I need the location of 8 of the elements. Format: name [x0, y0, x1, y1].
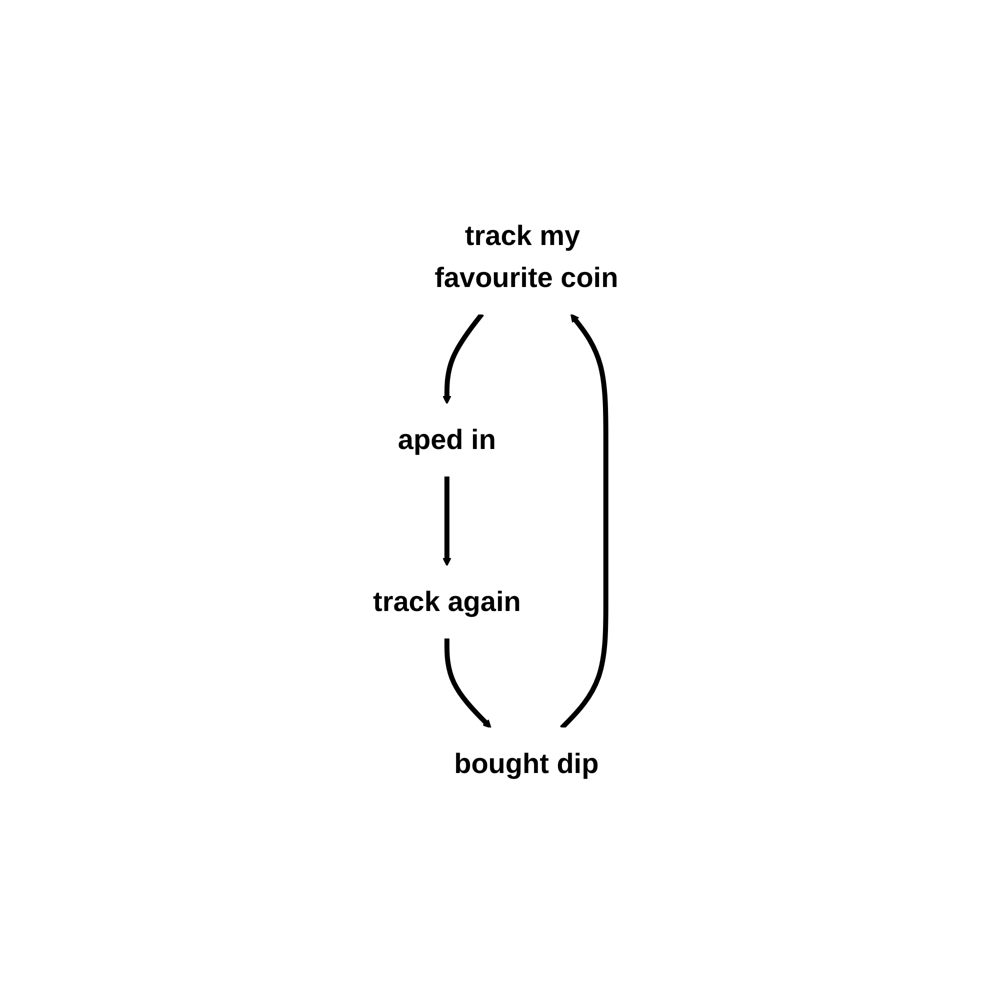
arrow [560, 314, 609, 730]
arrow [442, 476, 452, 566]
node-text: aped in [398, 424, 496, 455]
node-text: track my favourite coin [434, 220, 618, 293]
node-text: bought dip [454, 748, 599, 779]
arrow [442, 312, 484, 404]
arrow [444, 638, 492, 728]
node-text: track again [373, 586, 522, 617]
